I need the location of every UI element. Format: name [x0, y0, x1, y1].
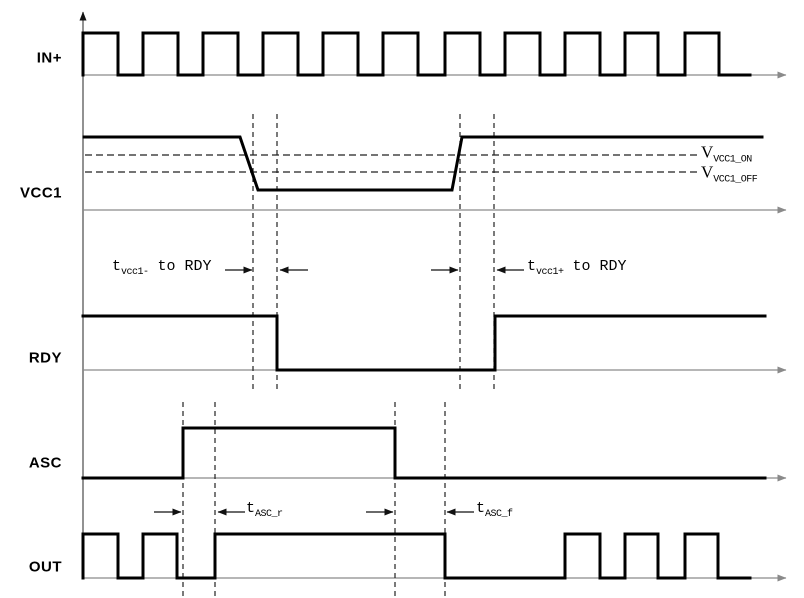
annotation-subscript: vcc1- [121, 267, 149, 279]
signal-label-rdy: RDY [29, 350, 62, 367]
annotation-symbol: t [112, 258, 122, 276]
waveform-vcc1 [82, 135, 764, 192]
annotation-subscript: vcc1+ [536, 267, 564, 279]
signal-label-text: VCC1 [19, 184, 62, 202]
signal-label-in-plus: IN+ [37, 50, 62, 67]
annotation-text: to RDY [563, 258, 627, 276]
signal-label-text: IN+ [36, 49, 62, 67]
axes [79, 11, 787, 582]
annotation-tvcc1-fall-to-rdy: tvcc1- to RDY [112, 258, 212, 278]
waveform-in+ [81, 31, 752, 77]
threshold-subscript: VCC1_ON [713, 154, 752, 166]
signal-label-text: OUT [28, 558, 62, 576]
annotation-text: to RDY [148, 258, 212, 276]
signal-label-asc: ASC [29, 455, 62, 472]
annotation-tasc-r: tASC_r [246, 500, 283, 520]
annotation-symbol: t [476, 500, 486, 518]
waveform-rdy [81, 314, 767, 372]
threshold-label-vvcc1-off: VVCC1_OFF [701, 162, 758, 186]
annotation-subscript: ASC_r [255, 509, 283, 521]
annotation-subscript: ASC_f [485, 509, 513, 521]
annotation-symbol: t [527, 258, 537, 276]
threshold-subscript: VCC1_OFF [713, 174, 758, 186]
signal-label-vcc1: VCC1 [20, 185, 62, 202]
threshold-label-vvcc1-on: VVCC1_ON [701, 142, 752, 165]
dashed-guides [85, 114, 699, 596]
annotation-arrows [154, 266, 524, 516]
waveforms [81, 31, 767, 580]
signal-label-out: OUT [29, 559, 62, 576]
annotation-symbol: t [246, 500, 256, 518]
waveform-asc [81, 426, 767, 480]
annotation-tvcc1-rise-to-rdy: tvcc1+ to RDY [527, 258, 627, 278]
signal-label-text: ASC [28, 454, 62, 472]
threshold-symbol: V [701, 162, 714, 182]
signal-label-text: RDY [28, 349, 62, 367]
annotation-tasc-f: tASC_f [476, 500, 513, 520]
waveform-out [81, 532, 752, 580]
threshold-symbol: V [701, 142, 714, 162]
